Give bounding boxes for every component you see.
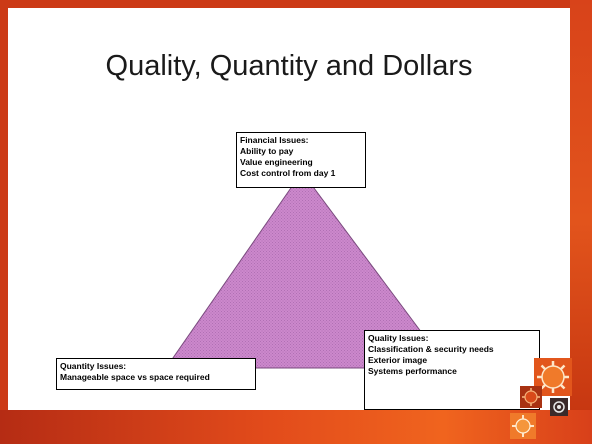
financial-issues-heading: Financial Issues: bbox=[240, 135, 309, 145]
quality-issues-heading: Quality Issues: bbox=[368, 333, 429, 343]
gear-icon bbox=[550, 398, 568, 416]
financial-issue-item: Value engineering bbox=[240, 157, 313, 167]
financial-issues-box: Financial Issues: Ability to pay Value e… bbox=[236, 132, 366, 188]
slide-title: Quality, Quantity and Dollars bbox=[105, 50, 473, 82]
quantity-issues-heading: Quantity Issues: bbox=[60, 361, 127, 371]
financial-issue-item: Cost control from day 1 bbox=[240, 168, 336, 178]
slide-content: Quality, Quantity and Dollars Financial … bbox=[8, 8, 570, 410]
gear-icon bbox=[520, 386, 542, 408]
right-accent-strip bbox=[570, 0, 592, 444]
quality-issues-box: Quality Issues: Classification & securit… bbox=[364, 330, 540, 410]
quantity-issue-item: Manageable space vs space required bbox=[60, 372, 210, 382]
financial-issue-item: Ability to pay bbox=[240, 146, 294, 156]
quality-issue-item: Classification & security needs bbox=[368, 344, 494, 354]
bottom-accent-band bbox=[0, 410, 592, 444]
gear-icon bbox=[510, 413, 536, 439]
triangle-shape bbox=[165, 171, 449, 369]
quality-issue-item: Exterior image bbox=[368, 355, 428, 365]
triangle-diagram bbox=[165, 171, 449, 369]
gear-icon bbox=[534, 358, 572, 396]
quantity-issues-box: Quantity Issues: Manageable space vs spa… bbox=[56, 358, 256, 390]
quality-issue-item: Systems performance bbox=[368, 366, 457, 376]
